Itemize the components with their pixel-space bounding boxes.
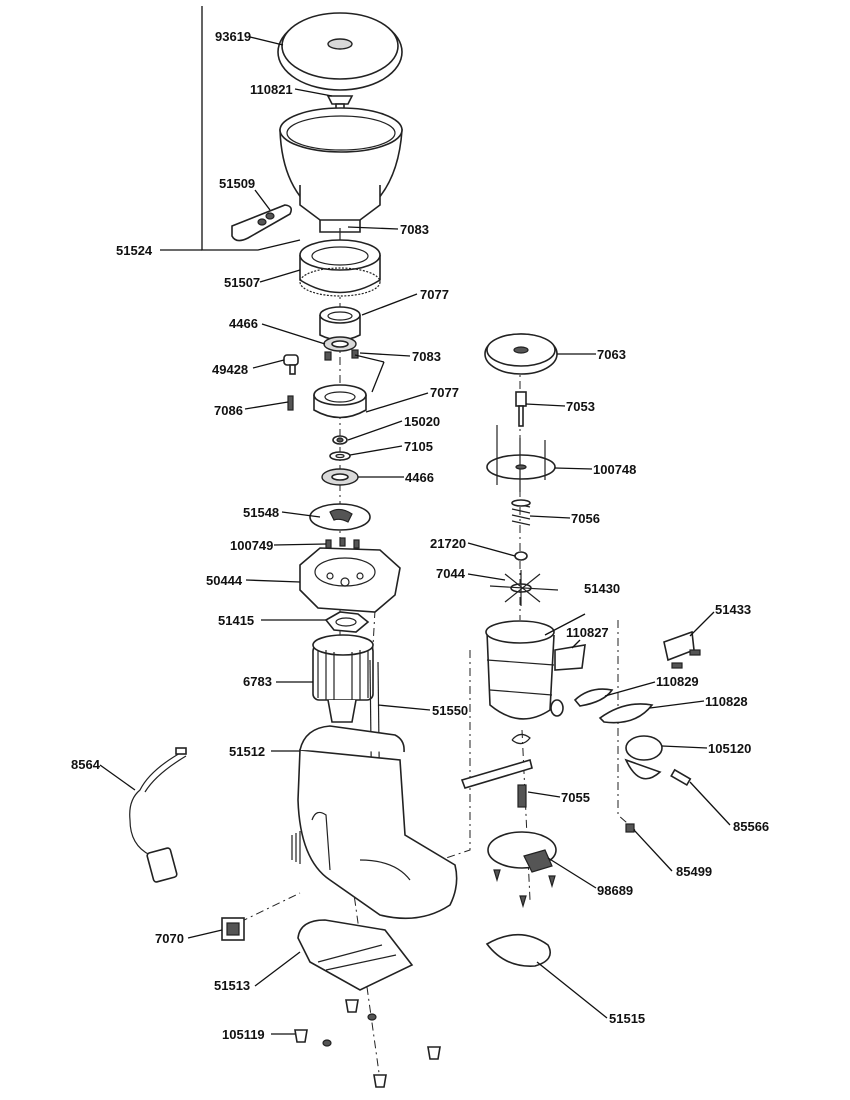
doser-linkage [460,733,533,808]
label-105120: 105120 [708,741,751,756]
label-7070: 7070 [155,931,184,946]
square-nut [625,823,635,833]
label-51513: 51513 [214,978,250,993]
doser-bracket [663,630,701,669]
label-4466-lower: 4466 [405,470,434,485]
label-105119: 105119 [222,1027,265,1042]
lever-cap [598,703,654,724]
body-screws [325,537,360,549]
label-51433: 51433 [715,602,751,617]
label-7086: 7086 [214,403,243,418]
part-labels: 93619 110821 51509 51524 7083 51507 7077… [71,29,769,1042]
label-7053: 7053 [566,399,595,414]
label-51507: 51507 [224,275,260,290]
doser-lid [484,333,558,375]
power-switch [221,917,245,941]
label-51509: 51509 [219,176,255,191]
label-51524: 51524 [116,243,153,258]
hopper-bowl [279,107,403,233]
upper-burr [323,336,357,352]
label-51415: 51415 [218,613,254,628]
upper-burr-carrier [319,306,361,341]
label-49428: 49428 [212,362,248,377]
label-6783: 6783 [243,674,272,689]
fan-disc [309,503,371,531]
label-100749: 100749 [230,538,273,553]
power-cord [129,747,187,883]
adjustment-ring [299,228,381,297]
label-110829: 110829 [656,674,699,689]
label-21720: 21720 [430,536,466,551]
adjust-knob [283,354,299,375]
lever-cover [573,688,614,707]
label-7044: 7044 [436,566,466,581]
label-4466-upper: 4466 [229,316,258,331]
label-50444: 50444 [206,573,243,588]
rubber-feet [294,999,441,1088]
label-100748: 100748 [593,462,636,477]
label-51548: 51548 [243,505,279,520]
label-15020: 15020 [404,414,440,429]
doser-lever [624,735,663,780]
drip-tray [485,934,551,967]
doser-star [486,425,556,492]
leader-lines [99,6,731,1035]
label-8564: 8564 [71,757,101,772]
doser-spring [511,499,531,526]
label-51550: 51550 [432,703,468,718]
grinder-housing [291,725,458,920]
label-7056: 7056 [571,511,600,526]
label-7077-lower: 7077 [430,385,459,400]
doser-base [487,831,557,909]
label-7083-top: 7083 [400,222,429,237]
label-51430: 51430 [584,581,620,596]
label-7055: 7055 [561,790,590,805]
label-110828: 110828 [705,694,748,709]
label-110821: 110821 [250,82,293,97]
label-7083-screws: 7083 [412,349,441,364]
motor [312,634,374,723]
body-gasket [324,611,370,633]
doser-nut [514,551,528,561]
doser-window [554,644,586,671]
label-51512: 51512 [229,744,265,759]
burr-washer [329,451,351,461]
label-7105: 7105 [404,439,433,454]
lever-screw [670,768,692,787]
label-110827: 110827 [566,625,609,640]
doser-blades [489,570,559,606]
label-51515: 51515 [609,1011,645,1026]
label-85499: 85499 [676,864,712,879]
label-7063: 7063 [597,347,626,362]
small-screws [324,349,359,361]
hopper-slide [231,204,292,242]
lower-burr-carrier [313,384,367,419]
label-85566: 85566 [733,819,769,834]
label-93619: 93619 [215,29,251,44]
label-7077-upper: 7077 [420,287,449,302]
burr-nut [332,435,348,445]
lower-burr [321,468,359,486]
grinder-body [299,547,401,613]
hopper-lid [277,12,403,91]
spring-pin [287,395,294,411]
label-98689: 98689 [597,883,633,898]
doser-body [485,620,564,720]
doser-shaft [515,391,527,427]
base-plate [297,919,414,991]
